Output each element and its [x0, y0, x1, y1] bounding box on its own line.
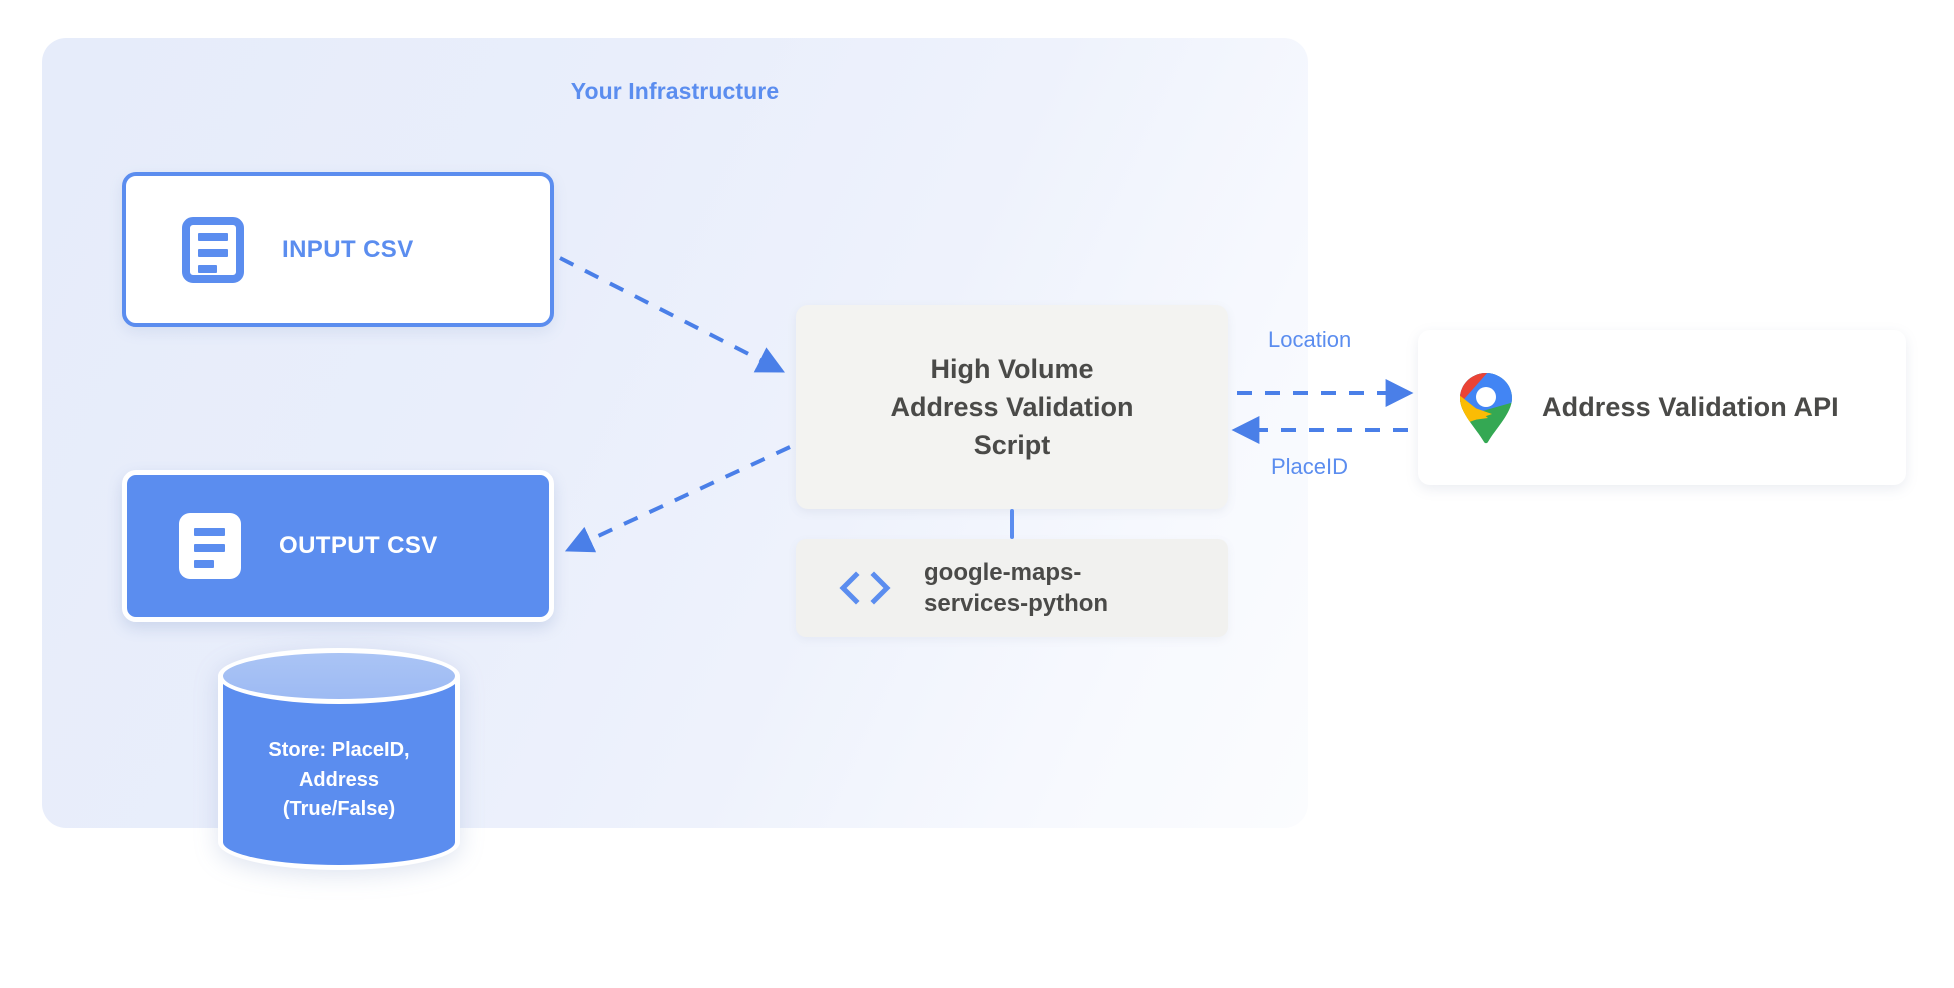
cylinder-top	[218, 648, 460, 704]
infrastructure-title: Your Infrastructure	[570, 78, 780, 104]
library-label-line-1: google-maps-	[924, 558, 1082, 586]
script-label-line-1: High Volume	[930, 353, 1094, 384]
node-address-validation-api[interactable]: Address Validation API	[1418, 330, 1906, 485]
database-label: Store: PlaceID, Address (True/False)	[218, 736, 460, 825]
document-icon	[182, 216, 244, 283]
node-validation-script[interactable]: High Volume Address Validation Script	[796, 305, 1228, 509]
document-icon	[179, 513, 241, 579]
node-input-csv[interactable]: INPUT CSV	[122, 172, 554, 327]
database-label-line-2: Address	[298, 768, 380, 791]
input-csv-label: INPUT CSV	[282, 235, 414, 263]
database-label-line-1: Store: PlaceID,	[268, 739, 410, 761]
node-output-csv[interactable]: OUTPUT CSV	[122, 470, 554, 622]
script-label-line-2: Address Validation	[890, 391, 1134, 422]
database-label-line-3: (True/False)	[282, 798, 396, 821]
edge-label-location: Location	[1268, 327, 1352, 352]
edge-script-to-library	[1010, 509, 1014, 539]
library-label: google-maps- services-python	[924, 557, 1108, 619]
api-label: Address Validation API	[1542, 392, 1839, 422]
library-label-line-2: services-python	[924, 590, 1109, 617]
google-maps-pin-icon	[1460, 372, 1512, 443]
node-client-library[interactable]: google-maps- services-python	[796, 539, 1228, 637]
code-icon	[839, 571, 891, 605]
cylinder-bottom	[218, 814, 460, 870]
node-database-store[interactable]: Store: PlaceID, Address (True/False)	[218, 648, 460, 870]
output-csv-label: OUTPUT CSV	[279, 532, 438, 559]
edge-label-placeid: PlaceID	[1271, 454, 1349, 479]
script-label-line-3: Script	[973, 430, 1051, 461]
